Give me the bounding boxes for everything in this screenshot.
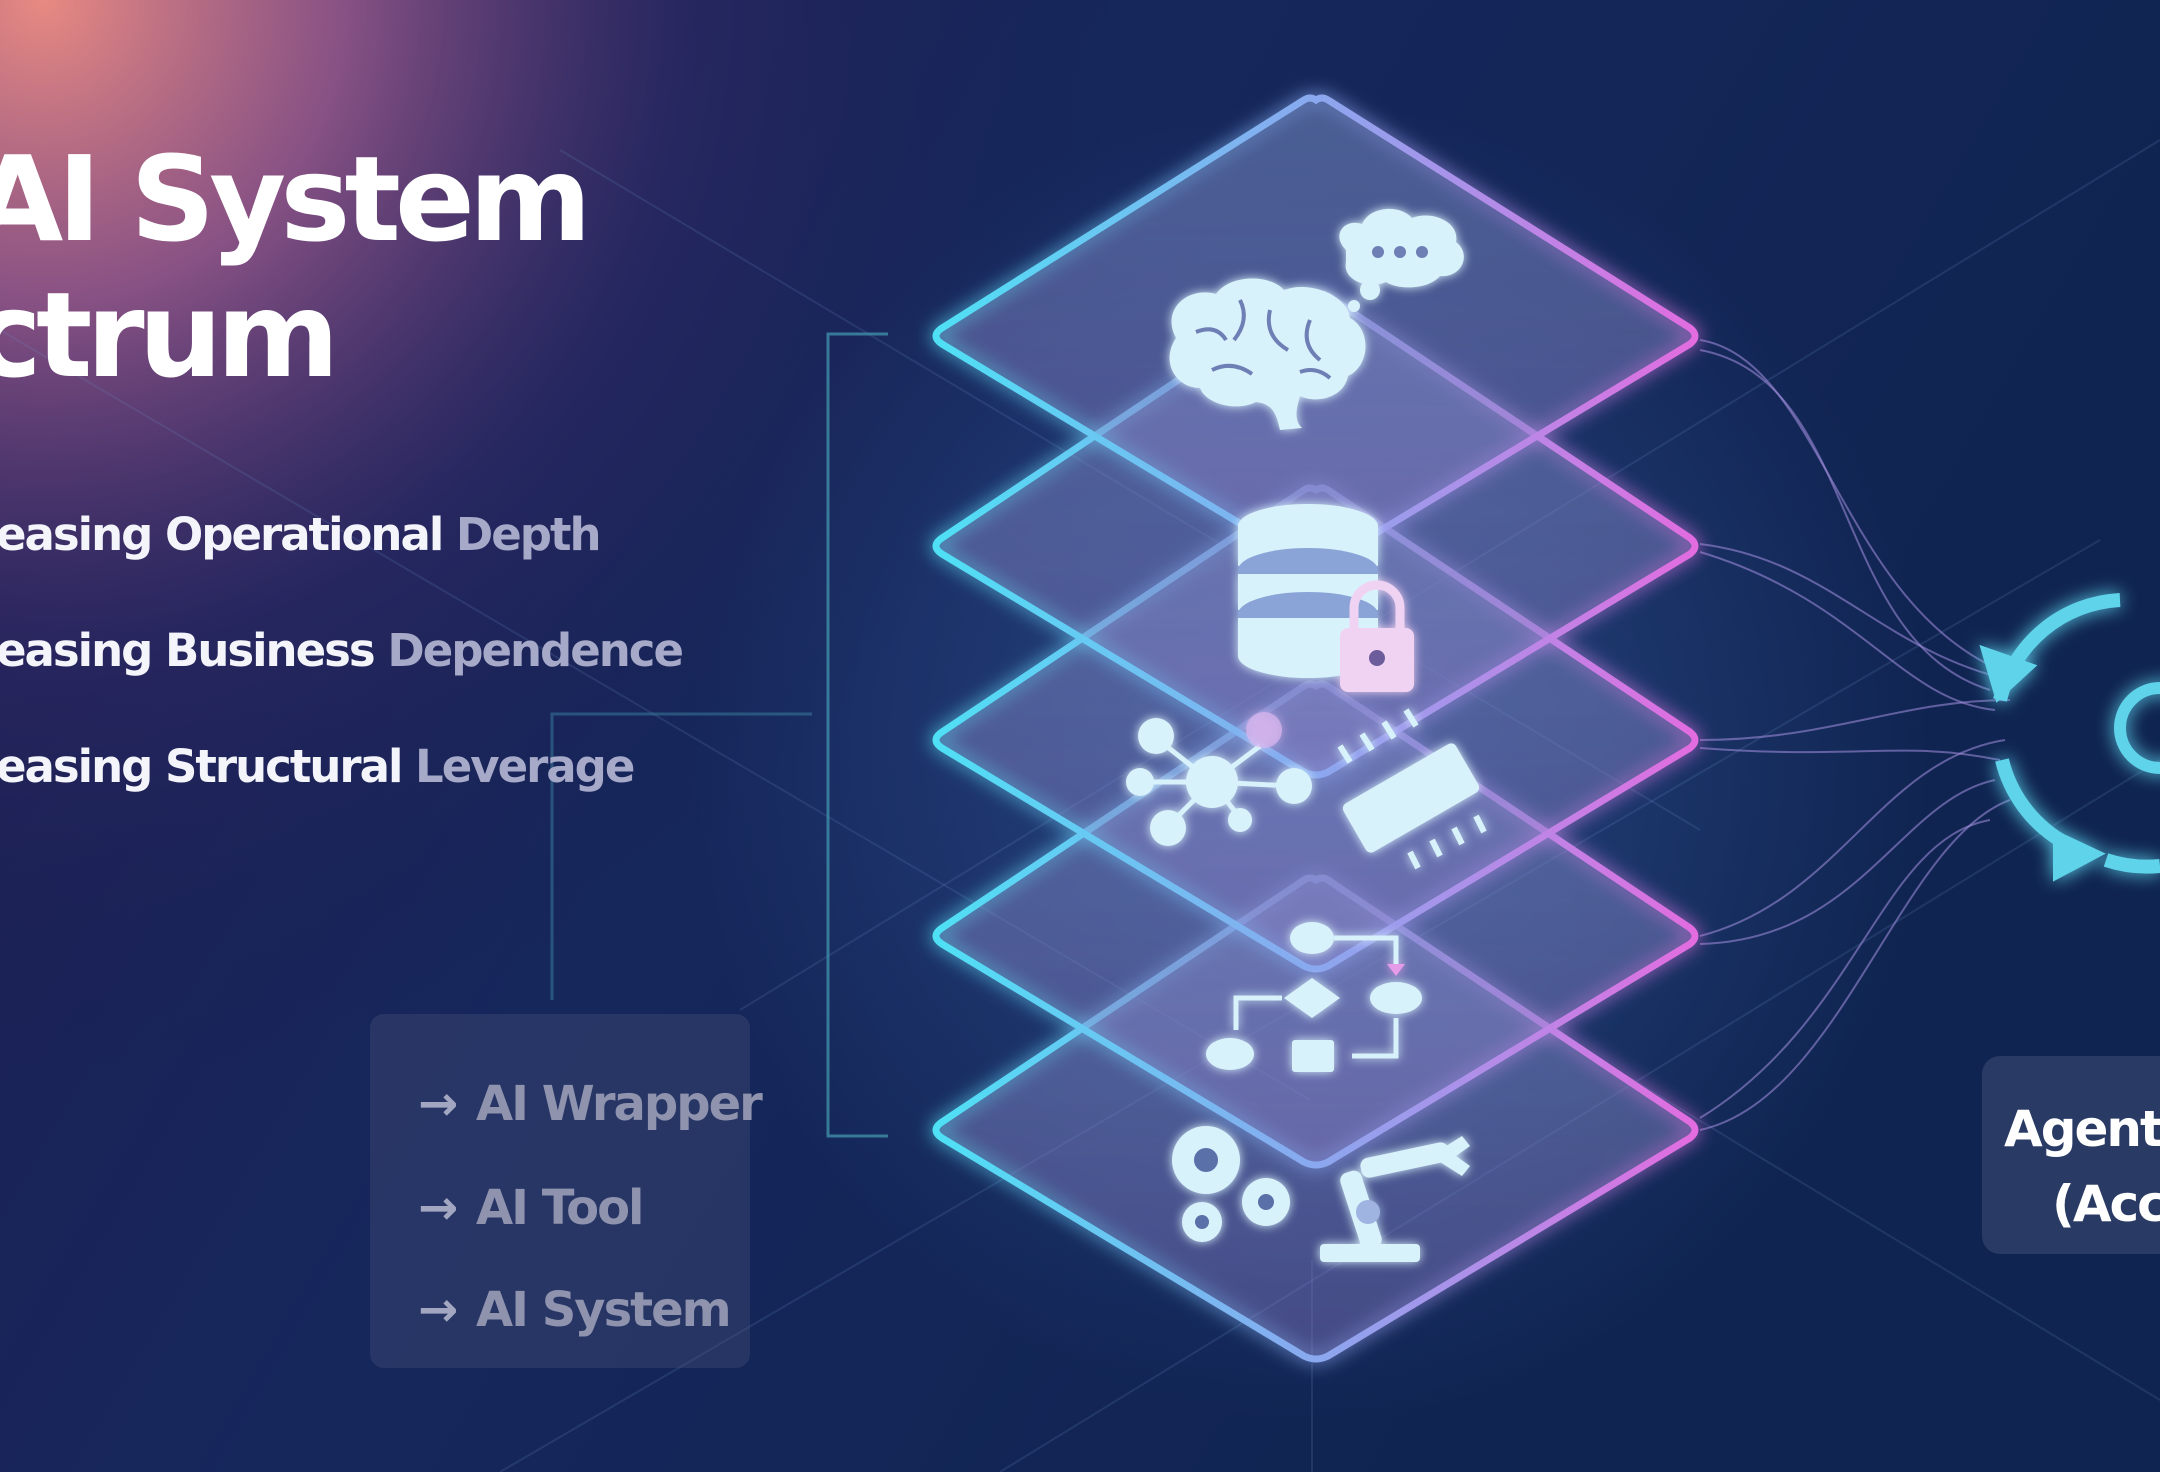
level-item-ai-wrapper: →AI Wrapper [418, 1076, 763, 1132]
arrow-right-icon: → [418, 1282, 458, 1338]
flowchart-icon [1206, 922, 1422, 1072]
agent-cycle-icon [1979, 593, 2160, 882]
arrow-right-icon: → [418, 1076, 458, 1132]
gears-robot-arm-icon [1172, 1126, 1470, 1262]
page-title-line-1: AI System [0, 130, 592, 268]
network-chip-icon [1126, 708, 1487, 870]
levels-panel: →AI Wrapper →AI Tool →AI System [370, 1014, 763, 1368]
brain-thought-icon [1169, 208, 1464, 430]
metric-operational-depth: easing Operational Depth [0, 508, 602, 561]
arrow-right-icon: → [418, 1180, 458, 1236]
metric-structural-leverage: easing Structural Leverage [0, 740, 635, 793]
connection-lines [1699, 339, 2011, 1131]
agentic-label-box: Agenti (Acc [1982, 1056, 2160, 1254]
database-lock-icon [1238, 504, 1414, 692]
metric-business-dependence: easing Business Dependence [0, 624, 684, 677]
agentic-label: Agenti (Acc [2004, 1100, 2160, 1233]
page-title-line-2: ctrum [0, 266, 340, 404]
level-item-ai-system: →AI System [418, 1282, 732, 1338]
level-item-ai-tool: →AI Tool [418, 1180, 644, 1236]
bracket-lines [550, 332, 888, 1138]
